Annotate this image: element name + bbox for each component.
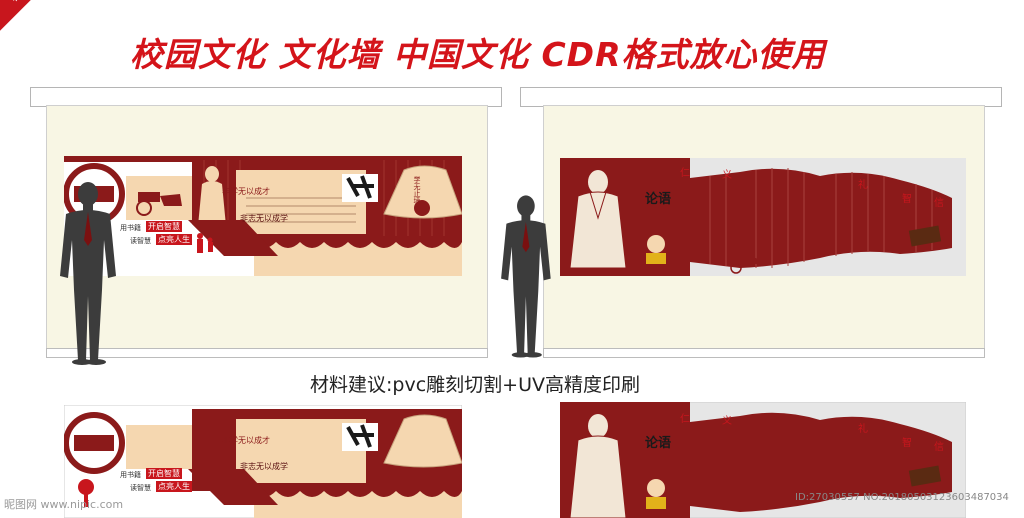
man-silhouette-icon bbox=[60, 182, 116, 365]
watermark-id: ID:27030557 NO:20180503123603487034 bbox=[795, 492, 1009, 503]
virtue-0: 仁 bbox=[680, 168, 690, 179]
preview-analects-title: 论语 bbox=[645, 436, 672, 451]
preview-virtue-4: 信 bbox=[934, 442, 944, 453]
chariot-icon bbox=[136, 192, 182, 216]
preview-slogan-2-prefix: 读智慧 bbox=[130, 484, 151, 492]
slogan-1-prefix: 用书籍 bbox=[120, 224, 141, 232]
right-analects-panel bbox=[560, 158, 966, 276]
virtue-1: 义 bbox=[722, 170, 732, 181]
preview-virtue-0: 仁 bbox=[680, 414, 690, 425]
headline: 校园文化 文化墙 中国文化 CDR格式放心使用 bbox=[130, 35, 826, 74]
bar-text-2: 非志无以成学 bbox=[240, 214, 288, 223]
preview-bar-text-1: 非学无以成才 bbox=[222, 436, 270, 445]
preview-slogan-1-prefix: 用书籍 bbox=[120, 471, 141, 479]
right-floor bbox=[543, 348, 985, 358]
watermark-site: 昵图网 www.nipic.com bbox=[4, 498, 124, 511]
preview-slogan-2-main: 点亮人生 bbox=[156, 481, 192, 492]
right-wall-cap bbox=[520, 87, 1002, 107]
preview-virtue-1: 义 bbox=[722, 416, 732, 427]
preview-virtue-3: 智 bbox=[902, 438, 912, 449]
left-culture-panel bbox=[64, 156, 462, 276]
left-panel-preview bbox=[64, 405, 462, 518]
analects-title: 论语 bbox=[645, 192, 672, 207]
slogan-2-prefix: 读智慧 bbox=[130, 237, 151, 245]
bar-text-1: 非学无以成才 bbox=[222, 187, 270, 196]
preview-bar-text-2: 非志无以成学 bbox=[240, 462, 288, 471]
slogan-2-main: 点亮人生 bbox=[156, 234, 192, 245]
left-wall-cap bbox=[30, 87, 502, 107]
virtue-2: 礼 bbox=[858, 180, 868, 191]
left-floor bbox=[46, 348, 488, 358]
right-panel-preview bbox=[560, 402, 966, 518]
virtue-4: 信 bbox=[934, 198, 944, 209]
confucius-figure-icon bbox=[569, 170, 627, 269]
material-note: 材料建议:pvc雕刻切割+UV高精度印刷 bbox=[310, 374, 640, 396]
preview-virtue-2: 礼 bbox=[858, 424, 868, 435]
corner-badge: 校园文化系列 bbox=[0, 0, 102, 43]
virtue-3: 智 bbox=[902, 194, 912, 205]
preview-slogan-1-main: 开启智慧 bbox=[146, 468, 182, 479]
scroll-icon bbox=[908, 225, 942, 247]
man-silhouette-icon bbox=[501, 195, 551, 358]
slogan-1-main: 开启智慧 bbox=[146, 221, 182, 232]
chariot-icon bbox=[728, 258, 760, 274]
seal-text: 学无止境 bbox=[413, 176, 421, 204]
scholar-figure-icon bbox=[198, 166, 226, 226]
family-icon bbox=[197, 233, 213, 253]
child-scholar-icon bbox=[642, 235, 670, 270]
